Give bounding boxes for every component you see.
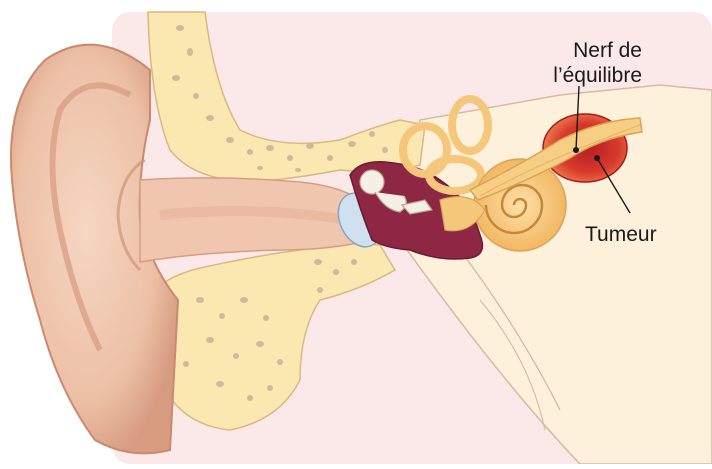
nerve-label-line1: Nerf de xyxy=(512,38,642,63)
nerve-label-line2: l’équilibre xyxy=(512,63,642,88)
tumor-pointer-dot xyxy=(594,155,600,161)
malleus xyxy=(360,170,384,194)
tumor-label: Tumeur xyxy=(585,222,657,247)
nerve-label: Nerf de l’équilibre xyxy=(512,38,642,88)
nerve-pointer-dot xyxy=(573,147,579,153)
